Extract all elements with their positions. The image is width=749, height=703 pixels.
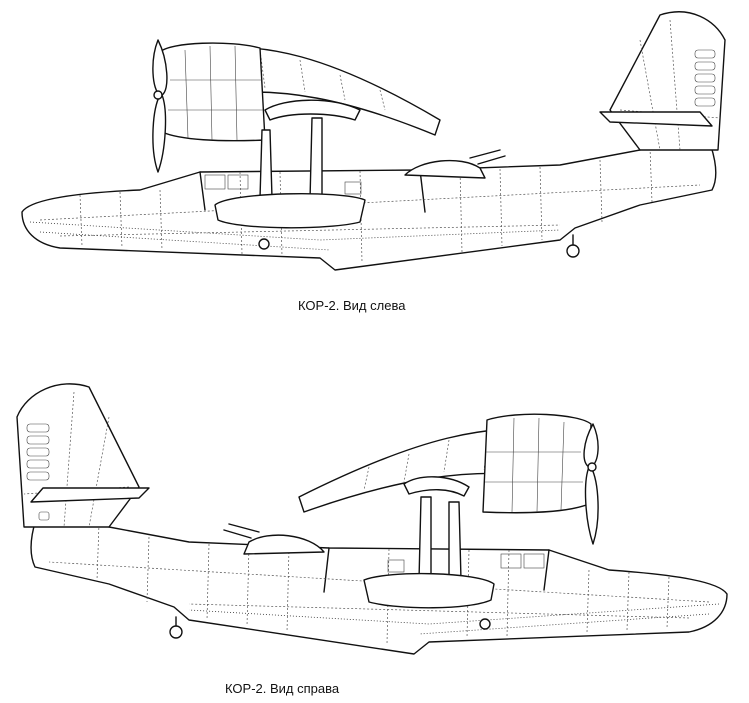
hull <box>30 491 728 655</box>
wing-strut <box>259 129 273 199</box>
aircraft-left-side <box>21 11 726 271</box>
figure-caption-left-view: КОР-2. Вид слева <box>298 298 406 313</box>
wing-strut <box>418 496 432 581</box>
aircraft-left-drawing <box>21 11 726 271</box>
hull <box>21 119 717 271</box>
engine-nacelle <box>159 42 266 142</box>
figure-caption-right-view: КОР-2. Вид справа <box>225 681 340 696</box>
float <box>363 572 495 609</box>
float <box>214 193 366 229</box>
propeller <box>152 39 168 173</box>
aircraft-left-view <box>0 0 749 290</box>
tail-fin <box>16 383 140 528</box>
gunner-canopy <box>243 534 325 555</box>
aircraft-right-side <box>16 383 728 655</box>
aircraft-right-drawing <box>16 383 728 655</box>
gunner-canopy <box>404 159 486 179</box>
propeller <box>583 423 599 545</box>
aircraft-right-view <box>0 362 749 672</box>
engine-nacelle <box>482 413 592 514</box>
tail-fin <box>609 11 726 151</box>
